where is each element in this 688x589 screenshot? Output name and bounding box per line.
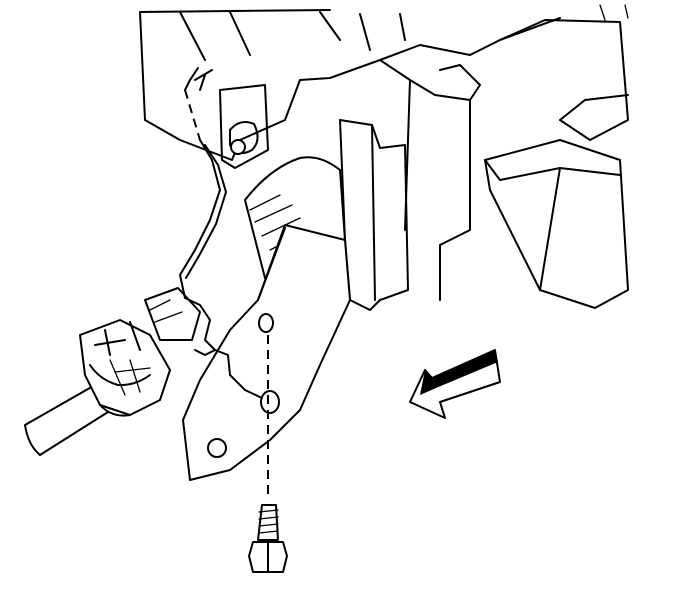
steering-shaft [24, 384, 109, 456]
shift-cable-bracket [144, 287, 201, 341]
direction-arrow [409, 349, 501, 419]
wire-harness [179, 67, 263, 399]
bracket-housing [194, 69, 409, 311]
universal-joint [79, 319, 171, 417]
ignition-lock-cylinder-housing [182, 156, 351, 481]
upper-panel [139, 4, 629, 309]
bolt [248, 335, 288, 573]
